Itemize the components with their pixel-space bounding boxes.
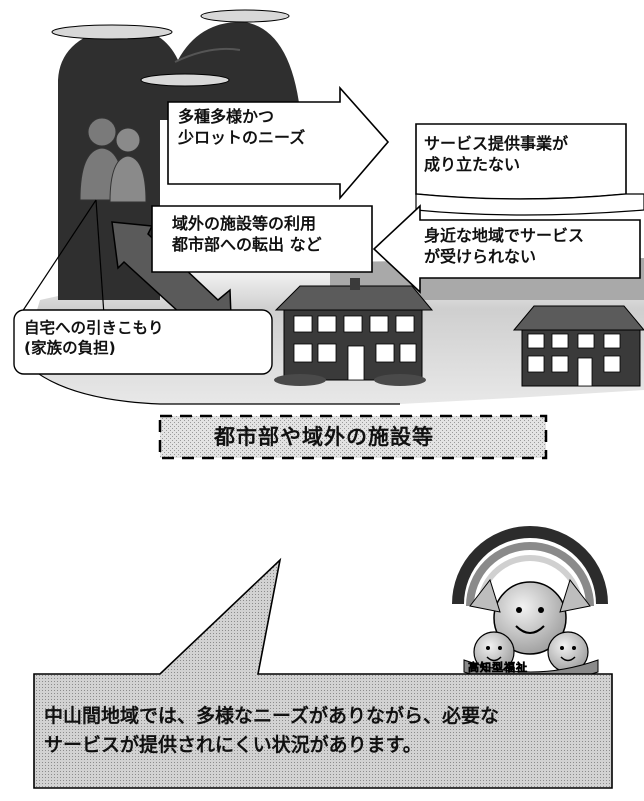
nearby-arrow	[372, 204, 641, 294]
home-callout-label: 自宅への引きこもり (家族の負担)	[24, 318, 164, 359]
service-line1: サービス提供事業が	[424, 134, 569, 153]
bottom-callout-box	[33, 557, 613, 789]
needs-arrow	[167, 85, 390, 201]
needs-line1: 多種多様かつ	[178, 107, 275, 126]
clouds	[51, 9, 290, 87]
nearby-line2: が受けられない	[424, 247, 537, 267]
outside-arrow	[151, 205, 373, 273]
outside-line1: 域外の施設等の利用	[172, 214, 317, 233]
nearby-line1: 身近な地域でサービス	[424, 226, 585, 245]
needs-arrow-label: 多種多様かつ 少ロットのニーズ	[178, 106, 305, 148]
service-arrow-label: サービス提供事業が 成り立たない	[424, 133, 568, 175]
house-large	[274, 278, 434, 386]
bottom-callout-text: 中山間地域では、多様なニーズがありながら、必要な サービスが提供されにくい状況が…	[44, 702, 499, 761]
service-arrow	[415, 123, 644, 216]
outside-line2: 都市部への転出 など	[172, 235, 322, 255]
needs-line2: 少ロットのニーズ	[178, 128, 306, 148]
bottom-line1: 中山間地域では、多様なニーズがありながら、必要な	[44, 705, 500, 727]
service-line2: 成り立たない	[424, 155, 521, 175]
facilities-label: 都市部や域外の施設等	[214, 425, 434, 449]
logo-caption: 高知型福祉	[468, 661, 528, 675]
bottom-line2: サービスが提供されにくい状況があります。	[44, 734, 422, 757]
home-line1: 自宅への引きこもり	[24, 319, 164, 337]
people-icon	[79, 117, 147, 203]
house-small	[512, 305, 644, 387]
facilities-box	[158, 414, 548, 460]
callout-lines	[19, 199, 105, 316]
home-callout-box	[13, 309, 273, 375]
outside-arrow-label: 域外の施設等の利用 都市部への転出 など	[172, 213, 322, 255]
nearby-arrow-label: 身近な地域でサービス が受けられない	[424, 225, 584, 267]
home-line2: (家族の負担)	[24, 339, 116, 358]
